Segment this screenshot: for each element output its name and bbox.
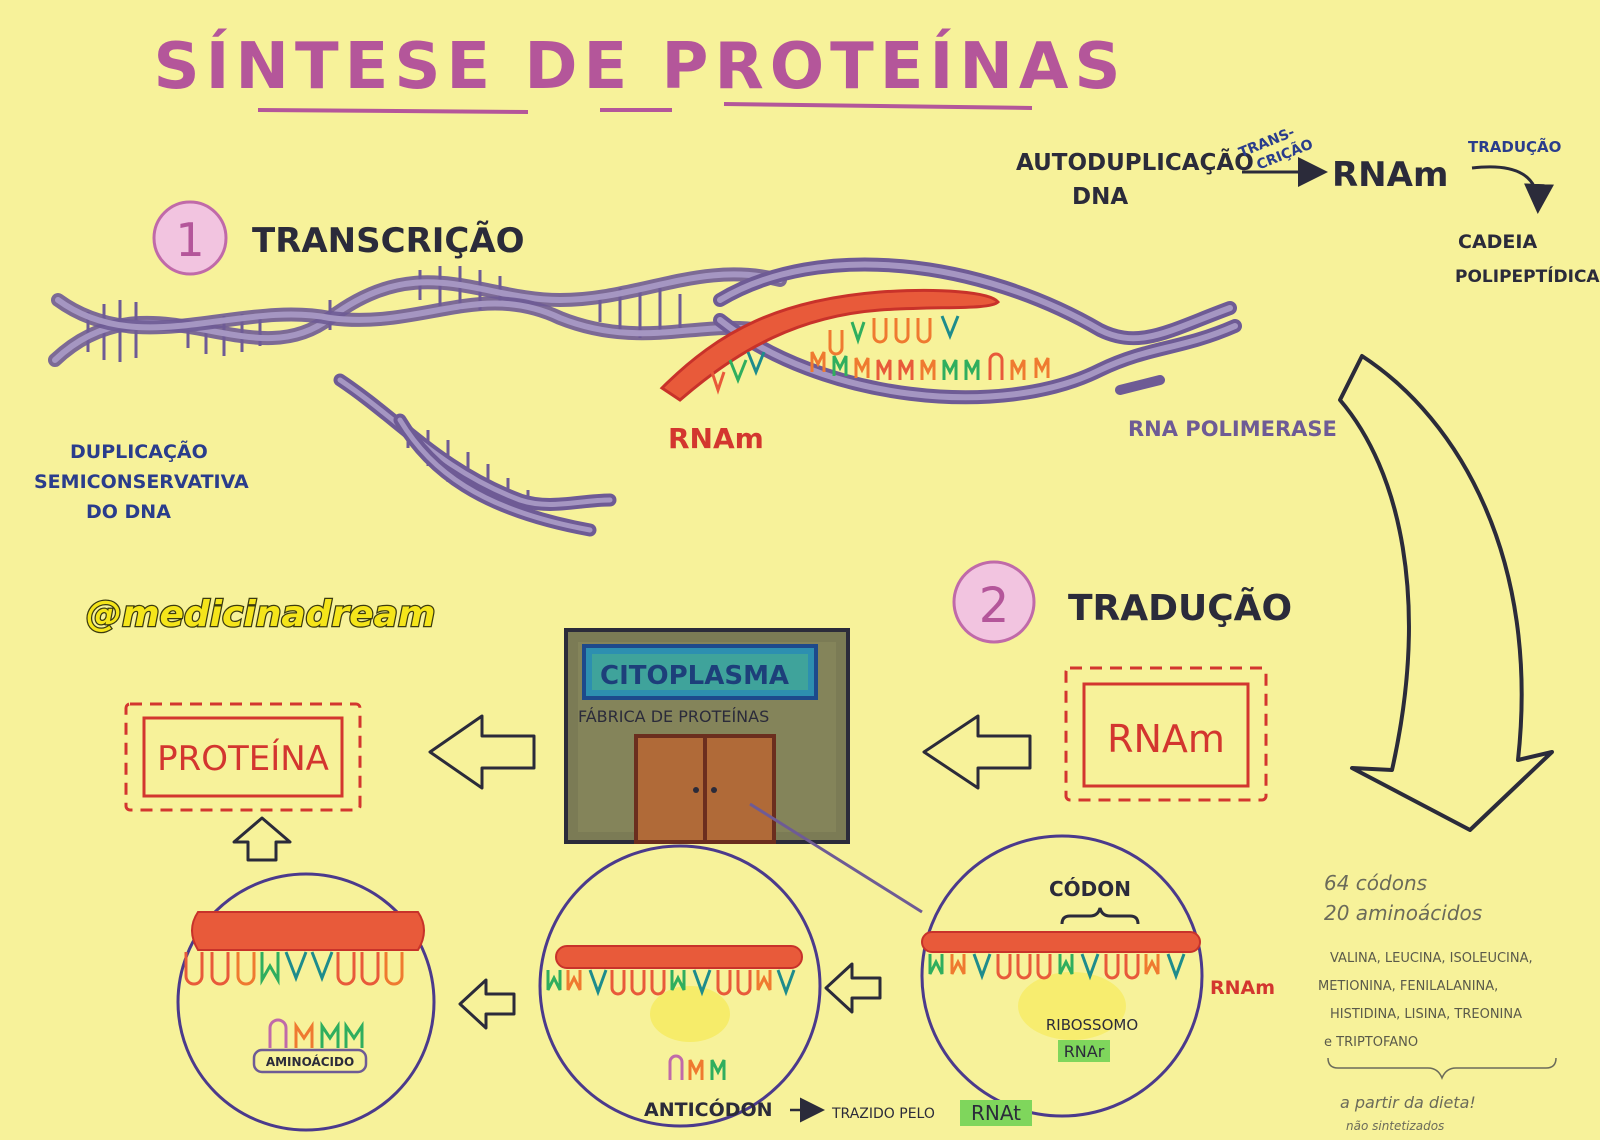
step2-title: TRADUÇÃO	[1068, 587, 1292, 629]
step1-header: 1 TRANSCRIÇÃO	[152, 200, 525, 276]
notes-line2: 20 aminoácidos	[1324, 901, 1482, 925]
summary-result-line1: CADEIA	[1458, 231, 1537, 253]
ribosome-label: RIBOSSOMO	[1046, 1016, 1138, 1034]
ribosome-circle-anticodon	[538, 844, 822, 1128]
cytoplasm-factory: CITOPLASMA FÁBRICA DE PROTEÍNAS	[564, 628, 850, 844]
notes-brace	[1327, 1057, 1557, 1081]
rnat-highlight	[960, 1100, 1032, 1126]
ribosome-circle-aminoacid: AMINOÁCIDO	[176, 872, 436, 1132]
step1-number: 1	[175, 213, 204, 267]
codon-brace	[1060, 907, 1140, 925]
amino-acid-tag	[252, 1048, 368, 1074]
trna-bases	[268, 1018, 364, 1048]
notes-line6: e TRIPTOFANO	[1324, 1035, 1418, 1050]
big-curved-arrow	[1338, 354, 1554, 832]
amino-acid-notes: 64 códons 20 aminoácidos VALINA, LEUCINA…	[1318, 871, 1557, 1133]
step2-number: 2	[979, 578, 1010, 634]
summary-flow: AUTODUPLICAÇÃO DNA TRANS- CRIÇÃO RNAm TR…	[1016, 124, 1600, 287]
summary-source-line2: DNA	[1072, 184, 1128, 210]
summary-arrow2-label: TRADUÇÃO	[1468, 137, 1561, 156]
rna-polymerase-label: RNA POLIMERASE	[1128, 417, 1337, 441]
protein-box-label: PROTEÍNA	[157, 738, 329, 779]
step2-header: 2 TRADUÇÃO	[952, 560, 1292, 644]
arrow-circle2-to-circle1	[458, 978, 516, 1030]
rna-box: RNAm	[1064, 666, 1268, 802]
protein-box: PROTEÍNA	[124, 702, 362, 812]
notes-line5: HISTIDINA, LISINA, TREONINA	[1330, 1007, 1522, 1022]
amino-acid-label: AMINOÁCIDO	[266, 1054, 354, 1069]
step1-note-line3: DO DNA	[86, 501, 171, 523]
watermark-text: @medicinadream	[86, 594, 435, 635]
step1-note-line1: DUPLICAÇÃO	[70, 439, 208, 463]
step2-rna-side-label: RNAm	[1210, 977, 1275, 999]
door-to-ribosome-line	[749, 802, 923, 914]
nascent-rna-strand	[659, 288, 1050, 402]
notes-line1: 64 códons	[1324, 871, 1427, 895]
summary-arrow-2	[1471, 165, 1554, 214]
dna-double-helix	[48, 257, 1242, 537]
codon-label: CÓDON	[1049, 877, 1131, 901]
summary-result-line2: POLIPEPTÍDICA	[1455, 265, 1600, 287]
anticodon-label: ANTICÓDON	[644, 1097, 773, 1121]
mrna-strand-thick	[191, 911, 425, 951]
summary-source-line1: AUTODUPLICAÇÃO	[1016, 148, 1254, 176]
step2-number-badge	[952, 560, 1036, 644]
ribosome-circle-codon: CÓDON RIBOSSOMO RNAr	[920, 834, 1204, 1118]
rnar-highlight	[1058, 1040, 1110, 1062]
arrow-up-to-protein	[232, 816, 292, 862]
notes-line4: METIONINA, FENILALANINA,	[1318, 979, 1498, 994]
arrow-cytoplasm-to-protein	[428, 714, 536, 790]
step1-rna-label: RNAm	[668, 422, 764, 455]
step1-labels: RNAm RNA POLIMERASE DUPLICAÇÃO SEMICONSE…	[34, 417, 1337, 523]
brought-by-label: TRAZIDO PELO	[831, 1106, 935, 1122]
rna-box-label: RNAm	[1107, 717, 1225, 761]
step1-number-badge	[152, 200, 228, 276]
watermark: @medicinadream	[85, 593, 437, 637]
anticodon-annotation: ANTICÓDON TRAZIDO PELO RNAt	[644, 1097, 1032, 1126]
page-title: SÍNTESE DE PROTEÍNAS	[153, 28, 1126, 104]
step1-note-line2: SEMICONSERVATIVA	[34, 471, 249, 493]
title-block: SÍNTESE DE PROTEÍNAS	[153, 28, 1126, 114]
notes-line8: não sintetizados	[1346, 1119, 1444, 1133]
factory-label: FÁBRICA DE PROTEÍNAS	[578, 707, 769, 726]
arrow-circle3-to-circle2	[824, 962, 882, 1014]
summary-middle: RNAm	[1332, 155, 1448, 195]
rnat-label: RNAt	[971, 1101, 1021, 1125]
cytoplasm-label: CITOPLASMA	[600, 661, 789, 691]
anticodon-bases	[668, 1054, 726, 1080]
notes-line3: VALINA, LEUCINA, ISOLEUCINA,	[1330, 951, 1533, 966]
arrow-rna-to-cytoplasm	[922, 714, 1032, 790]
notes-line7: a partir da dieta!	[1340, 1093, 1476, 1112]
rnar-label: RNAr	[1064, 1042, 1105, 1061]
step1-title: TRANSCRIÇÃO	[252, 220, 525, 261]
